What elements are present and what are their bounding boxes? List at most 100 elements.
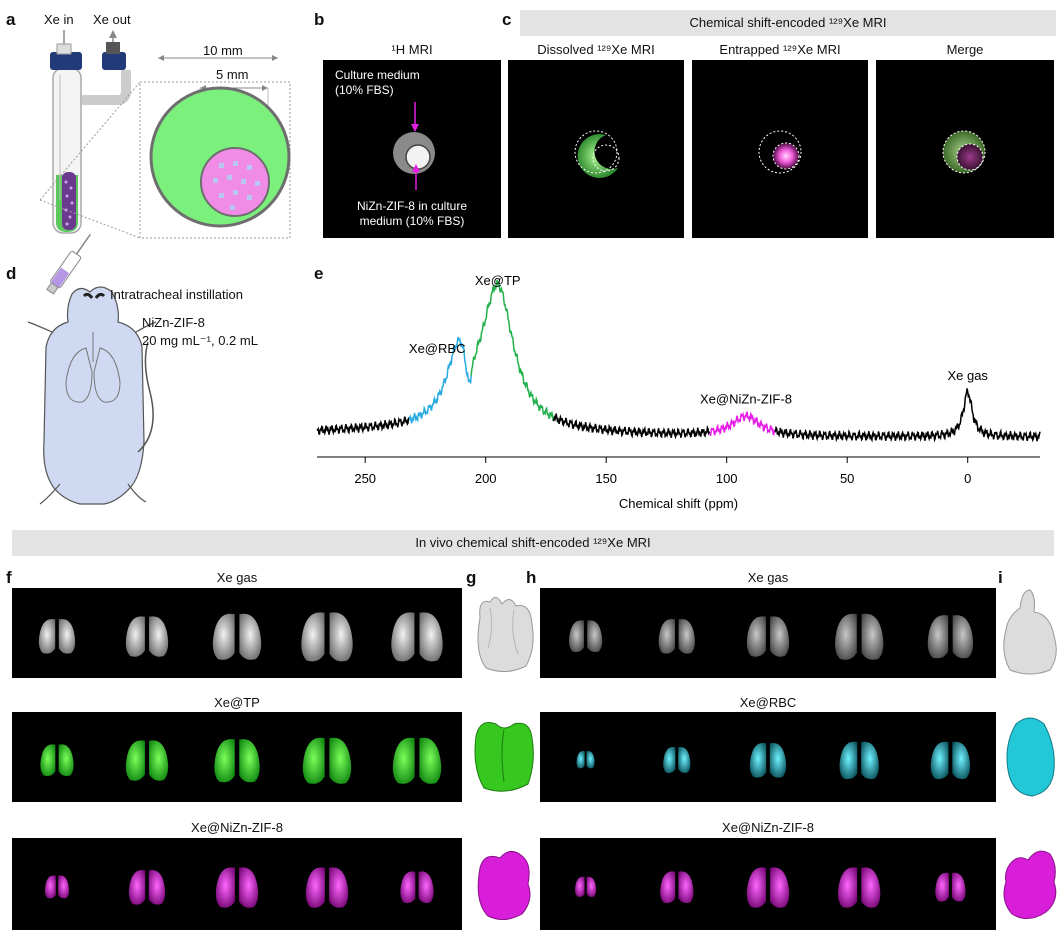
lung-slice-4 — [838, 867, 881, 908]
f-row-title-zif: Xe@NiZn-ZIF-8 — [191, 820, 283, 835]
merge-image — [876, 60, 1054, 238]
x-tick-label: 200 — [475, 471, 497, 486]
annot-culture-medium-line1: Culture medium — [335, 68, 420, 82]
peak-label-0: Xe@RBC — [409, 341, 466, 356]
title-entrapped: Entrapped ¹²⁹Xe MRI — [719, 42, 841, 57]
h-mri-title: ¹H MRI — [391, 42, 433, 57]
i-3d-render-rbc — [1006, 717, 1055, 797]
lung-slice-1 — [575, 876, 597, 897]
lung-slice-4 — [835, 613, 884, 660]
annot-culture-medium: Culture medium (10% FBS) — [335, 68, 420, 98]
lung-slice-3 — [746, 867, 790, 908]
panel-label-f: f — [6, 568, 12, 587]
spectrum-segment-0 — [316, 416, 410, 436]
panel-label-a: a — [6, 10, 16, 29]
annot-culture-medium-line2: (10% FBS) — [335, 83, 394, 97]
f-row-title-gas: Xe gas — [216, 570, 258, 585]
lung-slice-5 — [400, 871, 434, 904]
lung-slice-3 — [212, 613, 262, 660]
lung-slice-5 — [935, 872, 966, 902]
lung-slice-2 — [663, 747, 691, 773]
i-3d-render-gas — [1003, 589, 1057, 675]
lung-slice-1 — [44, 875, 70, 899]
title-dissolved: Dissolved ¹²⁹Xe MRI — [537, 42, 655, 57]
dissolved-xe-image — [508, 60, 684, 238]
spectrum-segment-5 — [774, 388, 1041, 443]
h-row-title-rbc: Xe@RBC — [739, 695, 797, 710]
xe-in-label: Xe in — [44, 12, 74, 27]
lung-slice-1 — [576, 751, 595, 769]
spectrum-segment-4 — [709, 411, 776, 436]
x-tick-label: 100 — [716, 471, 738, 486]
f-gas-image-strip — [12, 588, 462, 678]
lung-slice-3 — [749, 743, 787, 778]
annot-zif-medium-line1: NiZn-ZIF-8 in culture — [356, 199, 468, 213]
lung-slice-2 — [125, 740, 169, 781]
mouse-illustration — [27, 233, 157, 505]
lung-slice-5 — [392, 737, 442, 784]
spectrum-segment-3 — [552, 413, 711, 440]
f-row-title-tp: Xe@TP — [214, 695, 260, 710]
lung-slice-1 — [40, 744, 74, 777]
lung-slice-4 — [839, 741, 879, 780]
lung-slice-5 — [391, 612, 443, 662]
title-merge: Merge — [946, 42, 984, 57]
lung-slice-4 — [305, 867, 349, 908]
h-zif-image-strip — [540, 838, 996, 930]
lung-slice-5 — [927, 615, 974, 659]
dose-label: 20 mg mL⁻¹, 0.2 mL — [142, 333, 258, 348]
entrapped-xe-image — [692, 60, 868, 238]
panel-label-g: g — [466, 568, 477, 587]
annot-zif-medium-line2: medium (10% FBS) — [359, 214, 465, 228]
panel-label-e: e — [314, 264, 324, 283]
peak-label-2: Xe@NiZn-ZIF-8 — [700, 391, 792, 406]
x-tick-label: 0 — [964, 471, 971, 486]
spectrum-segment-2 — [470, 279, 554, 422]
panel-label-b: b — [314, 10, 325, 29]
x-tick-label: 250 — [354, 471, 376, 486]
lung-slice-1 — [568, 620, 603, 653]
lung-slice-2 — [658, 619, 695, 654]
g-3d-render-tp — [474, 722, 534, 792]
xe-out-label: Xe out — [93, 12, 131, 27]
panel-label-h: h — [526, 568, 537, 587]
lung-slice-3 — [746, 616, 790, 657]
lung-slice-4 — [301, 612, 353, 662]
panel-label-c: c — [502, 10, 512, 29]
banner-chemical-shift: Chemical shift-encoded ¹²⁹Xe MRI — [520, 10, 1056, 36]
lung-slice-1 — [38, 619, 76, 654]
h-gas-image-strip — [540, 588, 996, 678]
lung-slice-2 — [660, 871, 694, 904]
h-row-title-zif: Xe@NiZn-ZIF-8 — [722, 820, 814, 835]
panel-label-d: d — [6, 264, 17, 283]
peak-label-1: Xe@TP — [475, 273, 521, 288]
x-tick-label: 50 — [840, 471, 854, 486]
g-3d-render-zif — [477, 851, 531, 920]
instillation-label: Intratracheal instillation — [110, 287, 243, 302]
f-zif-image-strip — [12, 838, 462, 930]
lung-slice-2 — [128, 870, 166, 905]
lung-slice-2 — [125, 616, 169, 657]
g-3d-render-gas — [477, 597, 534, 672]
spectrum-segment-1 — [408, 336, 472, 424]
dim-outer-label: 10 mm — [203, 43, 243, 58]
h-row-title-gas: Xe gas — [747, 570, 789, 585]
material-label: NiZn-ZIF-8 — [142, 315, 205, 330]
h-rbc-image-strip — [540, 712, 996, 802]
f-tp-image-strip — [12, 712, 462, 802]
x-axis-label: Chemical shift (ppm) — [619, 496, 738, 511]
lung-slice-3 — [214, 739, 260, 783]
peak-label-3: Xe gas — [947, 368, 988, 383]
i-3d-render-zif — [1003, 850, 1057, 919]
x-tick-label: 150 — [595, 471, 617, 486]
h-mri-image: Culture medium (10% FBS) NiZn-ZIF-8 in c… — [323, 60, 501, 238]
banner-invivo: In vivo chemical shift-encoded ¹²⁹Xe MRI — [12, 530, 1054, 556]
lung-slice-3 — [215, 867, 259, 908]
lung-slice-5 — [930, 741, 971, 780]
lung-slice-4 — [302, 737, 352, 784]
sample-tube-diagram — [39, 30, 291, 239]
dim-inner-label: 5 mm — [216, 67, 249, 82]
annot-zif-medium: NiZn-ZIF-8 in culture medium (10% FBS) — [323, 199, 501, 229]
panel-label-i: i — [998, 568, 1003, 587]
